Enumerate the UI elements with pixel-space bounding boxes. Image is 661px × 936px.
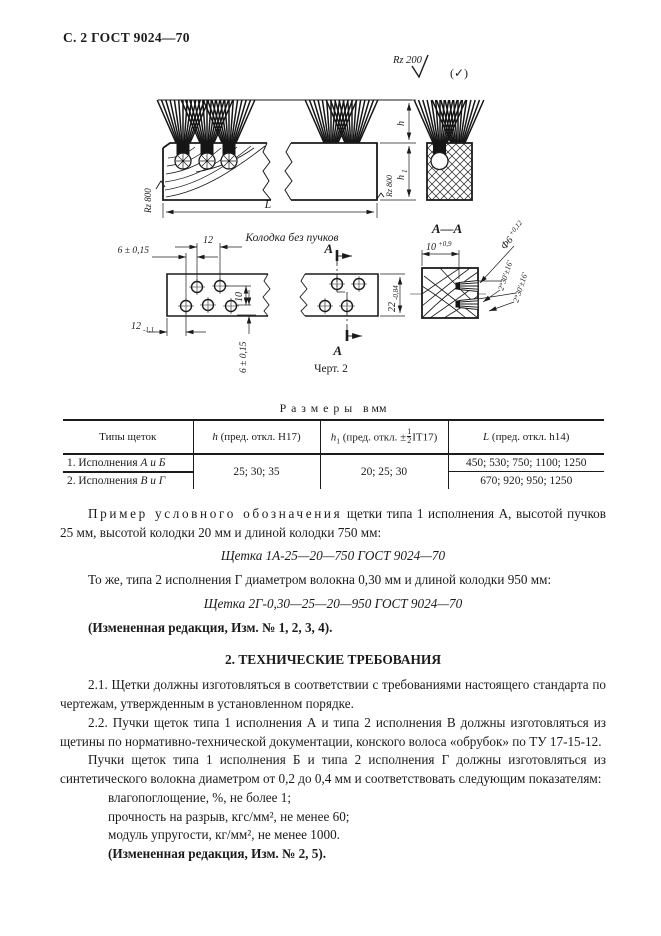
table-title: Размеры в мм: [63, 401, 603, 416]
plan-view-title: Колодка без пучков: [244, 232, 338, 244]
rz200-label: Rz 200: [392, 55, 423, 66]
example-paragraph: Пример условного обозначения щетки типа …: [60, 506, 606, 540]
table-row: 1. Исполнения А и Б 25; 30; 35 20; 25; 3…: [63, 453, 604, 489]
angle-label-2: 2°30'±16': [511, 271, 529, 304]
body-text: Пример условного обозначения щетки типа …: [60, 505, 606, 864]
tuft-holes: [178, 276, 367, 314]
plan-dim-lines: [147, 243, 405, 336]
table-header-row: Типы щеток h (пред. откл. Н17) h1 (пред.…: [63, 420, 604, 455]
figure-caption: Черт. 2: [314, 363, 348, 375]
front-view: L Rz 800 h h 1 Rz 800 Rz 200 (✓): [143, 54, 468, 218]
dim-h1-sub: 1: [401, 170, 409, 174]
section-letter-bottom: А: [332, 343, 342, 358]
paragraph-2-1: 2.1. Щетки должны изготовляться в соотве…: [60, 677, 606, 712]
section-title: А—А: [431, 221, 463, 236]
designation-1: Щетка 1А-25—20—750 ГОСТ 9024—70: [220, 548, 446, 564]
technical-drawing: L Rz 800 h h 1 Rz 800 Rz 200 (✓): [0, 0, 661, 395]
dim-d6-value: Ф6: [499, 235, 516, 252]
spec-line-2: прочность на разрыв, кгс/мм², не менее 6…: [108, 808, 350, 824]
dim-22-value: 22: [387, 302, 398, 312]
dim-d6-tol: +0,12: [507, 219, 524, 238]
dim-10s-value: 10: [426, 242, 436, 253]
dim-10s-tol: +0,9: [438, 240, 452, 248]
rz800-left-label: Rz 800: [143, 188, 153, 214]
dim-12: 12: [203, 235, 213, 246]
table-title-spaced: Размеры: [279, 401, 358, 415]
section-view: А—А 10 +0,9 Ф6 +0,12: [410, 219, 530, 319]
dim-22-tol: -0,84: [392, 285, 400, 300]
dim-L: L: [264, 199, 271, 211]
designation-2: Щетка 2Г-0,30—25—20—950 ГОСТ 9024—70: [203, 595, 463, 611]
dimensions-table: Типы щеток h (пред. откл. Н17) h1 (пред.…: [63, 419, 604, 489]
rz800-right-label: Rz 800: [385, 175, 394, 198]
dim-h: h: [396, 121, 407, 126]
row1-type: 1. Исполнения А и Б: [63, 453, 193, 473]
dim-12b-value: 12: [131, 321, 141, 332]
table-title-units: в мм: [362, 401, 387, 415]
end-view: [413, 99, 485, 201]
angle-label-1: 2°30'±16': [496, 259, 514, 292]
page-header: С. 2 ГОСТ 9024—70: [63, 30, 190, 45]
tuft-knots: [174, 142, 238, 170]
amended-note-1: (Измененная редакция, Изм. № 1, 2, 3, 4)…: [88, 619, 333, 635]
section-2-title: 2. ТЕХНИЧЕСКИЕ ТРЕБОВАНИЯ: [224, 652, 442, 668]
roughness-tick-right: [376, 192, 385, 200]
table-row: 2. Исполнения В и Г 670; 920; 950; 1250: [63, 471, 604, 489]
section-cut-line: А А: [323, 241, 362, 358]
roughness-tick-left: [155, 180, 166, 190]
check-paren-label: (✓): [450, 66, 468, 80]
h-values-cell: 25; 30; 35: [192, 453, 320, 489]
dim-6-vertical: 6 ± 0,15: [239, 341, 249, 373]
dim-12b-tol: -1,1: [143, 326, 154, 334]
col-header-L: L (пред. откл. h14): [447, 420, 604, 455]
dim-10-plan: 10: [234, 292, 245, 302]
section-letter-top: А: [323, 241, 333, 256]
spec-line-1: влагопоглощение, %, не более 1;: [108, 789, 292, 805]
h1-values-cell: 20; 25; 30: [319, 453, 448, 489]
col-header-types: Типы щеток: [63, 420, 193, 455]
same-type-paragraph: То же, типа 2 исполнения Г диаметром вол…: [88, 572, 552, 588]
dim-6-horizontal: 6 ± 0,15: [118, 246, 150, 256]
row2-L-values: 670; 920; 950; 1250: [447, 471, 604, 489]
row1-L-values: 450; 530; 750; 1100; 1250: [447, 453, 604, 473]
paragraph-2-2b: Пучки щеток типа 1 исполнения Б и типа 2…: [60, 752, 606, 787]
roughness-mark-icon: [411, 54, 429, 79]
dim-h1: h: [396, 175, 407, 180]
spec-line-3: модуль упругости, кг/мм², не менее 1000.: [108, 827, 340, 843]
plan-view: Колодка без пучков: [118, 232, 405, 373]
col-header-h: h (пред. откл. Н17): [192, 420, 320, 455]
paragraph-2-2: 2.2. Пучки щеток типа 1 исполнения А и т…: [60, 714, 606, 749]
amended-note-2: (Измененная редакция, Изм. № 2, 5).: [108, 846, 327, 862]
row2-type: 2. Исполнения В и Г: [67, 474, 166, 487]
